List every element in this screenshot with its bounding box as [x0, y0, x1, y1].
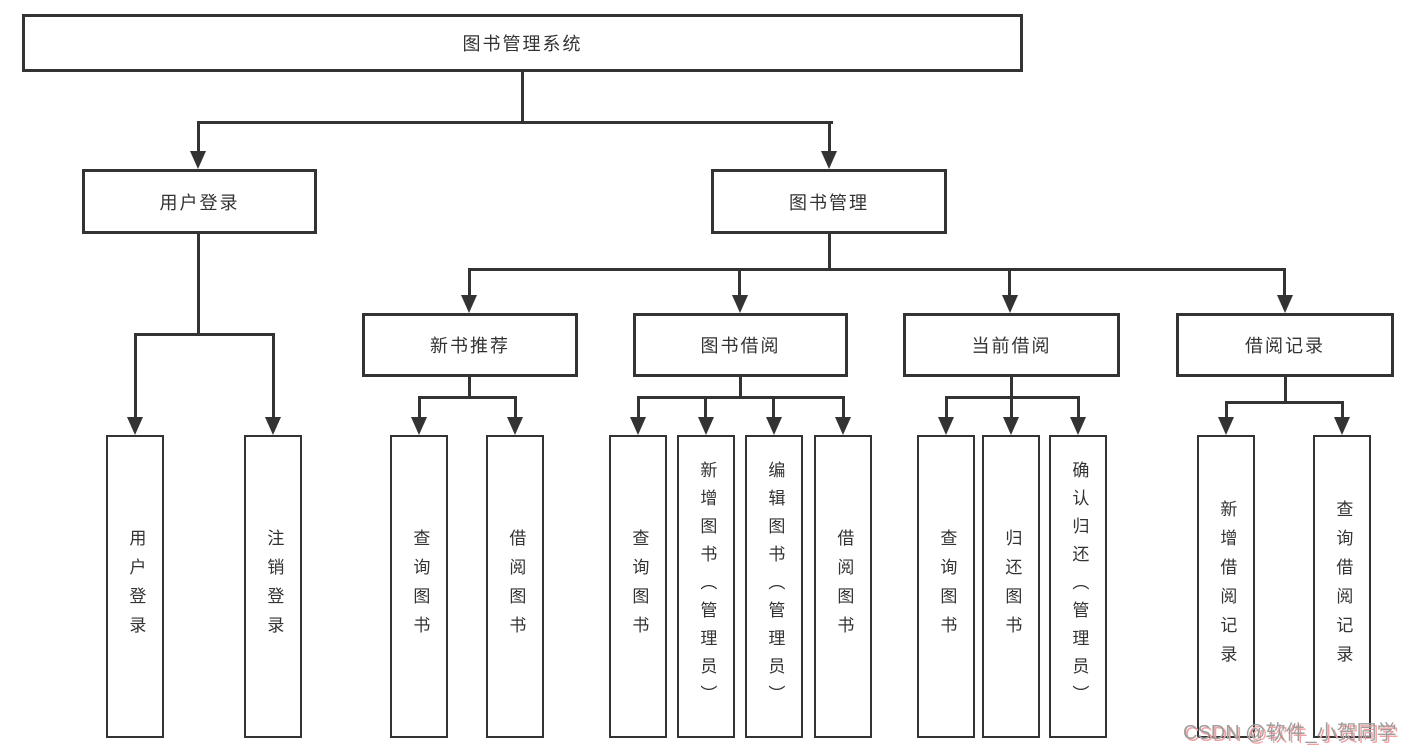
connector-line: [418, 396, 517, 399]
arrow-down-icon: [1002, 295, 1018, 313]
leaf-records-add-record: 新增借阅记录: [1197, 435, 1255, 738]
arrow-down-icon: [732, 295, 748, 313]
arrow-down-icon: [1218, 417, 1234, 435]
connector-line: [1284, 375, 1287, 403]
connector-line: [197, 121, 833, 124]
leaf-current-query-books-label: 查询图书: [937, 528, 957, 645]
connector-line: [637, 396, 640, 420]
connector-line: [1010, 375, 1013, 398]
leaf-borrow-add-books-admin: 新增图书（管理员）: [677, 435, 735, 738]
leaf-user-login: 用户登录: [106, 435, 164, 738]
arrow-down-icon: [461, 295, 477, 313]
connector-line: [842, 396, 845, 420]
connector-line: [828, 232, 831, 271]
leaf-current-return-books: 归还图书: [982, 435, 1040, 738]
leaf-borrow-query-books-label: 查询图书: [629, 528, 649, 645]
connector-line: [272, 333, 275, 419]
leaf-borrow-borrow-books: 借阅图书: [814, 435, 872, 738]
node-new-book-recommend: 新书推荐: [362, 313, 578, 377]
node-user-login: 用户登录: [82, 169, 317, 234]
arrow-down-icon: [127, 417, 143, 435]
arrow-down-icon: [1334, 417, 1350, 435]
arrow-down-icon: [1277, 295, 1293, 313]
connector-line: [945, 396, 948, 420]
connector-line: [1077, 396, 1080, 420]
leaf-borrow-add-books-admin-label: 新增图书（管理员）: [697, 460, 717, 713]
connector-line: [1283, 268, 1286, 297]
leaf-logout: 注销登录: [244, 435, 302, 738]
leaf-records-query-record: 查询借阅记录: [1313, 435, 1371, 738]
connector-line: [197, 121, 200, 153]
node-new-book-recommend-label: 新书推荐: [430, 336, 510, 356]
connector-line: [468, 375, 471, 398]
connector-line: [468, 268, 471, 297]
node-root: 图书管理系统: [22, 14, 1023, 72]
arrow-down-icon: [1003, 417, 1019, 435]
node-book-borrow: 图书借阅: [633, 313, 848, 377]
arrow-down-icon: [411, 417, 427, 435]
arrow-down-icon: [766, 417, 782, 435]
connector-line: [772, 396, 775, 420]
connector-line: [1010, 396, 1013, 420]
node-current-borrow: 当前借阅: [903, 313, 1120, 377]
leaf-newbook-query-books-label: 查询图书: [410, 528, 430, 645]
arrow-down-icon: [1070, 417, 1086, 435]
connector-line: [468, 268, 1285, 271]
leaf-borrow-query-books: 查询图书: [609, 435, 667, 738]
connector-line: [514, 396, 517, 420]
node-current-borrow-label: 当前借阅: [971, 336, 1052, 356]
arrow-down-icon: [265, 417, 281, 435]
arrow-down-icon: [507, 417, 523, 435]
arrow-down-icon: [821, 151, 837, 169]
leaf-user-login-label: 用户登录: [126, 528, 146, 645]
node-book-management-label: 图书管理: [789, 192, 869, 213]
leaf-records-add-record-label: 新增借阅记录: [1217, 499, 1237, 674]
connector-line: [704, 396, 707, 420]
node-book-borrow-label: 图书借阅: [700, 336, 781, 356]
node-root-label: 图书管理系统: [462, 34, 583, 54]
node-book-management: 图书管理: [711, 169, 947, 234]
connector-line: [197, 232, 200, 335]
node-user-login-label: 用户登录: [159, 192, 240, 213]
connector-line: [521, 71, 524, 123]
connector-line: [738, 268, 741, 297]
connector-line: [1008, 268, 1011, 297]
connector-line: [1225, 401, 1228, 420]
connector-line: [1341, 401, 1344, 420]
connector-line: [418, 396, 421, 420]
leaf-borrow-edit-books-admin-label: 编辑图书（管理员）: [765, 460, 785, 713]
leaf-newbook-query-books: 查询图书: [390, 435, 448, 738]
node-borrow-records: 借阅记录: [1176, 313, 1394, 377]
leaf-current-confirm-return-admin: 确认归还（管理员）: [1049, 435, 1107, 738]
connector-line: [134, 333, 137, 419]
leaf-newbook-borrow-books-label: 借阅图书: [506, 528, 526, 645]
leaf-borrow-borrow-books-label: 借阅图书: [834, 528, 854, 645]
arrow-down-icon: [698, 417, 714, 435]
leaf-records-query-record-label: 查询借阅记录: [1333, 499, 1353, 674]
node-borrow-records-label: 借阅记录: [1245, 336, 1325, 356]
leaf-logout-label: 注销登录: [264, 528, 284, 645]
csdn-watermark: CSDN @软件_小贺同学: [1183, 722, 1397, 744]
leaf-current-return-books-label: 归还图书: [1002, 528, 1022, 645]
arrow-down-icon: [938, 417, 954, 435]
connector-line: [739, 375, 742, 398]
leaf-newbook-borrow-books: 借阅图书: [486, 435, 544, 738]
arrow-down-icon: [630, 417, 646, 435]
leaf-current-confirm-return-admin-label: 确认归还（管理员）: [1069, 460, 1089, 713]
connector-line: [637, 396, 845, 399]
arrow-down-icon: [835, 417, 851, 435]
leaf-borrow-edit-books-admin: 编辑图书（管理员）: [745, 435, 803, 738]
leaf-current-query-books: 查询图书: [917, 435, 975, 738]
arrow-down-icon: [190, 151, 206, 169]
connector-line: [828, 121, 831, 153]
connector-line: [1225, 401, 1344, 404]
connector-line: [134, 333, 275, 336]
